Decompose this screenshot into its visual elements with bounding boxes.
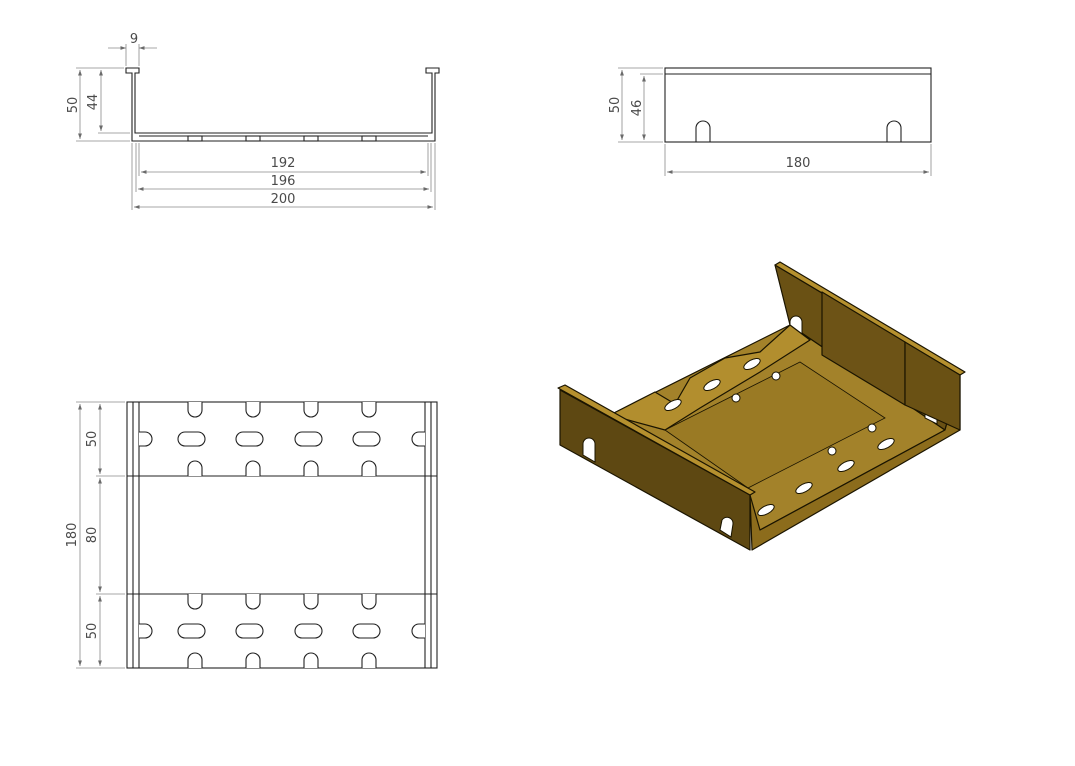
top-plate-holes [139,402,425,476]
dim-wall-inner: 44 [86,94,101,111]
top-dim-gap: 80 [85,527,100,544]
dim-width-inner: 192 [271,156,296,171]
dim-width-outer: 200 [271,192,296,207]
isometric-view [557,261,966,551]
side-slot-left [695,120,711,142]
top-dim-end-2: 50 [85,623,100,640]
side-dim-height-outer: 50 [608,97,623,114]
top-view: 180 50 80 50 [65,401,438,669]
side-dim-length: 180 [786,156,811,171]
front-view: 9 50 44 192 196 200 [66,32,440,210]
top-dim-total: 180 [65,523,80,548]
dim-width-mid: 196 [271,174,296,189]
dim-wall-outer: 50 [66,97,81,114]
top-dim-end-1: 50 [85,431,100,448]
side-dim-height-inner: 46 [630,100,645,117]
side-view: 50 46 180 [608,67,932,176]
bottom-plate-holes [139,594,425,668]
side-slot-right [886,120,902,142]
dim-flange: 9 [130,32,138,47]
front-profile [125,67,440,142]
floor-bosses [187,135,377,142]
iso-floor-holes [664,357,895,517]
